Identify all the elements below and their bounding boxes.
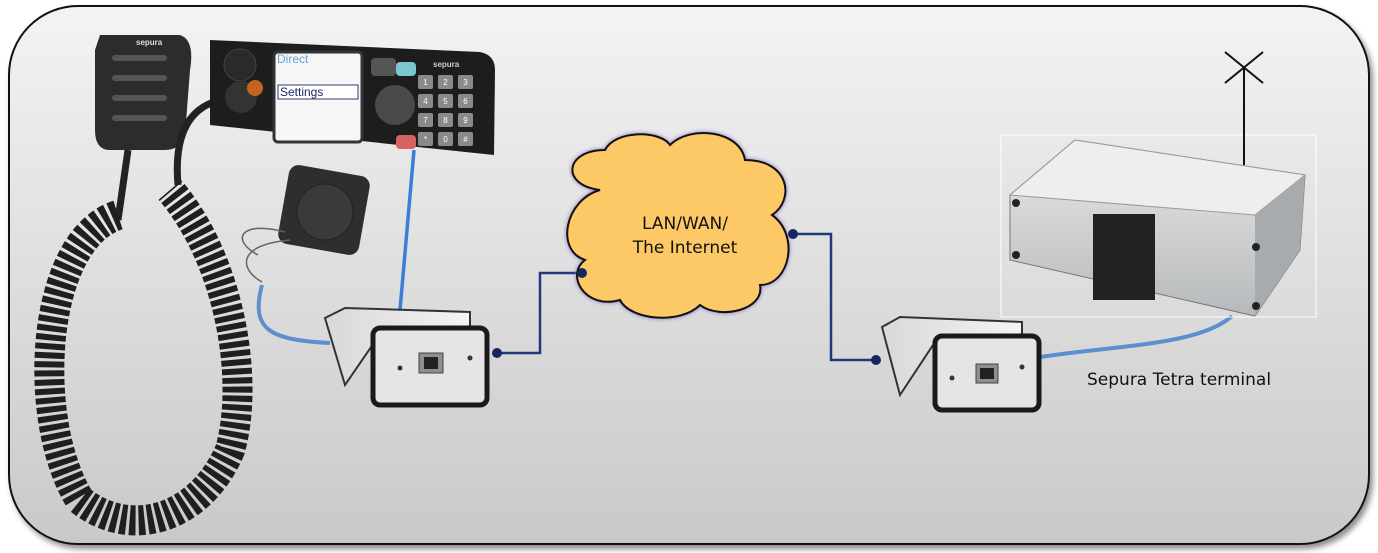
keypad-key <box>458 113 473 127</box>
keypad-key <box>438 113 453 127</box>
tetra-terminal <box>1000 51 1317 318</box>
keypad-key-label: # <box>463 135 468 144</box>
keypad-key-label: 2 <box>443 78 448 87</box>
lan-cable-left <box>497 271 582 355</box>
keypad-key-label: 1 <box>423 78 428 87</box>
keypad-key <box>418 113 433 127</box>
control-head-screen-title: Direct <box>277 52 309 66</box>
keypad-key <box>458 132 473 146</box>
antenna-arm <box>1224 51 1264 84</box>
node-dot <box>577 268 587 278</box>
keypad-key-label: * <box>424 135 427 144</box>
lan-cable-right <box>793 232 876 362</box>
keypad-key <box>418 75 433 89</box>
keypad-key-label: 4 <box>423 97 428 106</box>
keypad-key-label: 0 <box>443 135 448 144</box>
terminal-label: Sepura Tetra terminal <box>1087 370 1272 390</box>
network-cloud <box>566 132 790 319</box>
keypad-key-label: 8 <box>443 116 448 125</box>
external-speaker <box>241 165 370 283</box>
keypad-key <box>418 132 433 146</box>
node-dot <box>871 355 881 365</box>
keypad-key <box>438 132 453 146</box>
handheld-microphone <box>34 35 253 536</box>
control-head-cable <box>398 149 416 311</box>
microphone-brand: sepura <box>136 38 163 47</box>
control-head-screen-menu: Settings <box>280 85 324 99</box>
keypad-key <box>438 75 453 89</box>
keypad-key-label: 7 <box>423 116 428 125</box>
keypad-key-label: 5 <box>443 97 448 106</box>
keypad: 1 2 3 4 5 6 7 8 9 * 0 # <box>418 75 473 146</box>
keypad-key-label: 9 <box>463 116 468 125</box>
node-dot <box>788 229 798 239</box>
keypad-key <box>458 94 473 108</box>
cloud-label: LAN/WAN/ The Internet <box>600 212 770 260</box>
terminal-cable <box>1039 314 1234 359</box>
ip-interface-box-right <box>880 315 1042 413</box>
keypad-key <box>418 94 433 108</box>
ip-interface-box-left <box>323 306 490 408</box>
keypad-key-label: 6 <box>463 97 468 106</box>
cloud-label-line1: LAN/WAN/ <box>642 214 728 234</box>
control-head-brand: sepura <box>433 60 460 69</box>
keypad-key-label: 3 <box>463 78 468 87</box>
node-dot <box>492 348 502 358</box>
keypad-key <box>438 94 453 108</box>
speaker-cable <box>256 284 331 345</box>
cloud-label-line2: The Internet <box>632 238 738 258</box>
keypad-key <box>458 75 473 89</box>
